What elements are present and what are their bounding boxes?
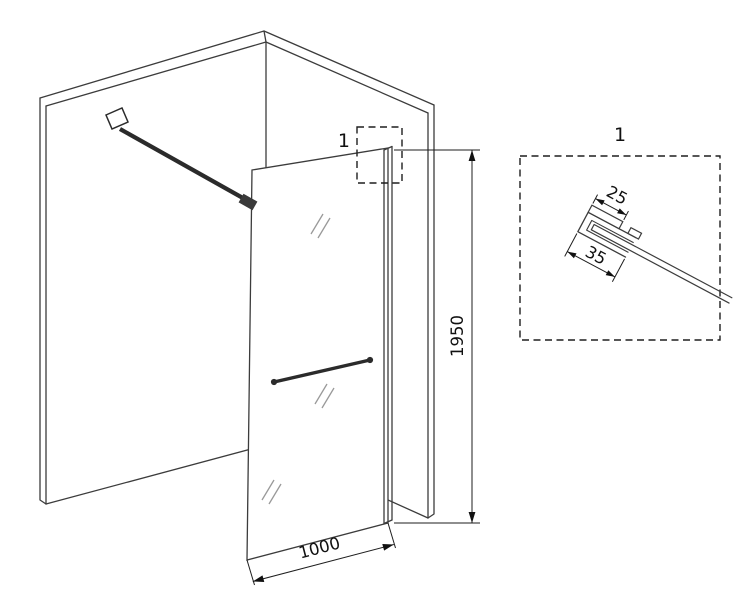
towel-bar [270,356,374,386]
glass-section [590,223,733,304]
arrowhead [468,512,476,523]
callout-label: 1 [338,130,350,152]
arrowhead [617,208,627,216]
wall-profile [383,145,393,525]
extension-line [246,559,255,586]
support-bar-wall-mount [105,107,129,130]
arrowhead [468,150,476,161]
wall-outer-top-edge [39,30,435,106]
profile-inner-channel [586,219,634,253]
wall-left-outer-edge [39,97,47,505]
towel-bar-rod [272,358,372,384]
extension-line [387,522,396,549]
support-bar-rod [118,127,252,204]
wall-corner-cap [263,30,267,43]
arrowhead [567,251,577,259]
glass-reflection-marks [261,213,335,505]
arrowhead [382,544,394,551]
detail-callout: 1 [338,126,403,184]
arrowhead [605,270,615,277]
wall-right-outer-edge [427,104,435,519]
dimension-line [252,544,394,582]
support-bar-glass-clamp [238,193,258,211]
profile-top-cap [587,204,624,230]
callout-box [356,126,403,184]
detail-profile-section: 25 35 [564,182,733,304]
towel-bar-end-cap [366,356,374,364]
dimension-height: 1950 [394,149,480,524]
detail-box [519,155,721,341]
arrowhead [595,198,605,206]
profile-clamp [627,226,643,240]
support-bar [105,107,258,211]
towel-bar-end-cap [270,378,278,386]
detail-label: 1 [614,124,626,146]
detail-view: 1 25 35 [519,124,733,341]
dimension-height-value: 1950 [448,315,467,357]
arrowhead [252,575,265,582]
glass-panel [246,147,389,561]
